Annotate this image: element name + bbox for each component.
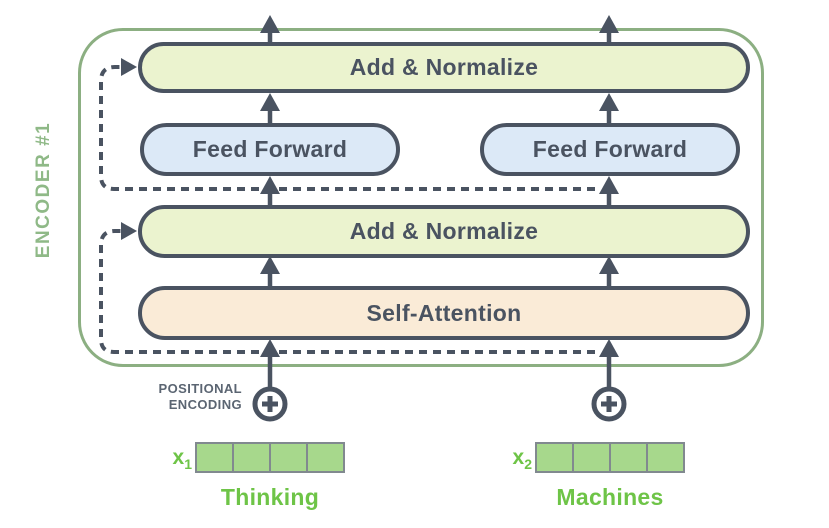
x1-subscript: 1 <box>184 456 192 473</box>
input-word-2: Machines <box>556 484 664 510</box>
residual-arrowhead-lower-icon <box>121 222 137 240</box>
residual-dashed-path-lower <box>99 229 595 354</box>
self-attention-block: Self-Attention <box>138 286 750 340</box>
positional-encoding-line2: ENCODING <box>168 397 242 412</box>
add-normalize-top-block: Add & Normalize <box>138 42 750 93</box>
vector-cell <box>197 444 232 471</box>
vector-cell <box>609 444 646 471</box>
feed-forward-right-block: Feed Forward <box>480 123 740 176</box>
residual-dashed-path-upper <box>99 65 595 191</box>
input-symbol-x2: x2 <box>496 446 532 473</box>
x1-symbol: x <box>172 446 185 469</box>
embedding-vector-x1 <box>195 442 345 473</box>
residual-arrowhead-upper-icon <box>121 58 137 76</box>
vector-cell <box>306 444 343 471</box>
vector-cell <box>572 444 609 471</box>
vector-cell <box>232 444 269 471</box>
input-symbol-x1: x1 <box>156 446 192 473</box>
x2-symbol: x <box>512 446 525 469</box>
x2-subscript: 2 <box>524 456 532 473</box>
flow-arrows-left-column <box>260 15 280 388</box>
plus-circle-icon <box>252 386 288 422</box>
add-normalize-bottom-block: Add & Normalize <box>138 205 750 258</box>
vector-cell <box>269 444 306 471</box>
vector-cell <box>537 444 572 471</box>
plus-circle-icon <box>591 386 627 422</box>
feed-forward-left-block: Feed Forward <box>140 123 400 176</box>
flow-arrows-right-column <box>599 15 619 388</box>
input-word-1: Thinking <box>220 484 320 510</box>
embedding-vector-x2 <box>535 442 685 473</box>
positional-encoding-line1: POSITIONAL <box>158 381 242 396</box>
positional-encoding-caption: POSITIONAL ENCODING <box>130 381 242 413</box>
encoder-outline-box <box>78 28 764 367</box>
vector-cell <box>646 444 683 471</box>
